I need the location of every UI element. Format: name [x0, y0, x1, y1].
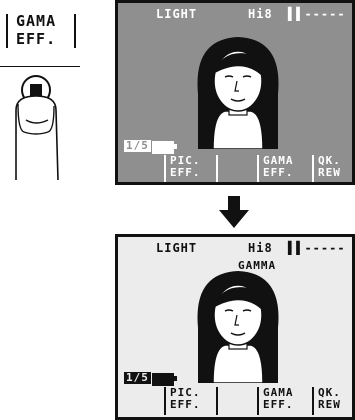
- menu-divider: [312, 387, 314, 415]
- viewfinder-after: LIGHT Hi8 ▌▌----- GAMMA 1/5 PIC. EFF. GA…: [115, 234, 355, 420]
- finger-press-icon: [4, 70, 84, 180]
- shutter-speed-indicator: 1/5: [124, 140, 151, 152]
- menu-pic-line2: EFF.: [170, 167, 218, 179]
- menu-qk-rew[interactable]: QK. REW: [318, 387, 354, 415]
- menu-divider: [216, 387, 218, 415]
- arrow-down-icon: [219, 196, 249, 228]
- menu-divider: [216, 155, 218, 183]
- menu-divider: [257, 155, 259, 183]
- menu-qk-line2: REW: [318, 399, 354, 411]
- menu-qk-line2: REW: [318, 167, 354, 179]
- label-divider: [0, 66, 80, 67]
- menu-divider: [164, 155, 166, 183]
- menu-gama-eff[interactable]: GAMA EFF.: [263, 387, 307, 415]
- subject-portrait: [173, 253, 303, 383]
- button-square-icon: [30, 84, 42, 96]
- menu-divider: [164, 387, 166, 415]
- shutter-speed-indicator: 1/5: [124, 372, 151, 384]
- menu-qk-rew[interactable]: QK. REW: [318, 155, 354, 183]
- menu-gama-line2: EFF.: [263, 167, 307, 179]
- menu-pic-eff[interactable]: PIC. EFF.: [170, 387, 218, 415]
- menu-divider: [312, 155, 314, 183]
- eff-label: EFF.: [16, 30, 56, 48]
- label-bracket-right: [74, 14, 76, 48]
- gama-eff-button-label: GAMA EFF.: [6, 8, 76, 52]
- menu-pic-eff[interactable]: PIC. EFF.: [170, 155, 218, 183]
- subject-portrait: [173, 19, 303, 149]
- menu-pic-line2: EFF.: [170, 399, 218, 411]
- gama-label: GAMA: [16, 12, 56, 30]
- battery-icon: [152, 141, 174, 154]
- menu-gama-eff[interactable]: GAMA EFF.: [263, 155, 307, 183]
- menu-gama-line2: EFF.: [263, 399, 307, 411]
- viewfinder-before: LIGHT Hi8 ▌▌----- 1/5 PIC. EFF. GAMA EFF…: [115, 0, 355, 185]
- battery-icon: [152, 373, 174, 386]
- label-bracket-left: [6, 14, 8, 48]
- menu-divider: [257, 387, 259, 415]
